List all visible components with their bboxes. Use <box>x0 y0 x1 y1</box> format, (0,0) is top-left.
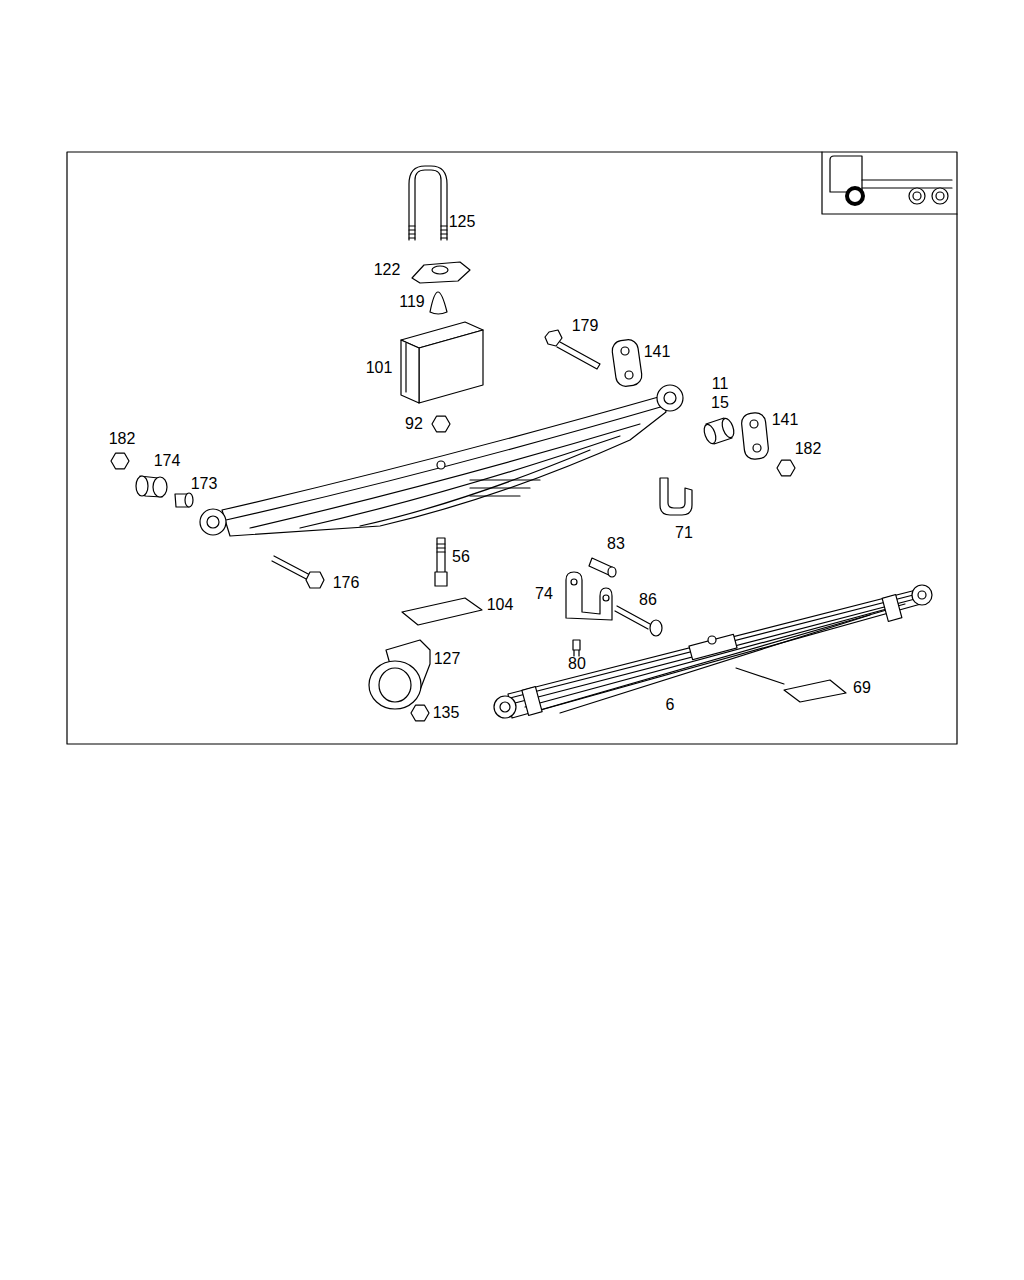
callout-number: 182 <box>795 440 822 458</box>
callout-number: 104 <box>487 596 514 614</box>
callout-number: 182 <box>109 430 136 448</box>
callout-number: 127 <box>434 650 461 668</box>
callout-number: 174 <box>154 452 181 470</box>
callout-number: 122 <box>374 261 401 279</box>
callout-number: 179 <box>572 317 599 335</box>
callout-number: 6 <box>666 696 675 714</box>
nut <box>777 460 795 476</box>
callout-number: 56 <box>452 548 470 566</box>
leaf-spring <box>200 385 683 536</box>
bolt <box>545 330 600 369</box>
callout-number: 92 <box>405 415 423 433</box>
nut <box>111 453 129 469</box>
clamp <box>660 478 692 515</box>
callout-number: 86 <box>639 591 657 609</box>
shackle-plate <box>611 338 769 460</box>
shackle-bracket <box>566 572 612 620</box>
leader-line <box>736 668 784 684</box>
frame <box>67 152 957 744</box>
callout-number: 11 <box>712 375 729 393</box>
bolt <box>435 538 447 586</box>
pin <box>589 558 616 577</box>
callout-number: 141 <box>644 343 671 361</box>
u-bolt <box>409 166 447 240</box>
callout-number: 69 <box>853 679 871 697</box>
bolt <box>615 606 662 636</box>
callout-number: 125 <box>449 213 476 231</box>
callout-number: 101 <box>366 359 393 377</box>
bushing <box>702 417 736 445</box>
bolt <box>272 556 324 588</box>
callout-number: 135 <box>433 704 460 722</box>
spring-hanger <box>369 640 430 709</box>
nut <box>411 705 429 721</box>
bushing <box>136 476 193 507</box>
rubber-buffer <box>430 292 447 314</box>
spring-bracket <box>401 322 483 403</box>
callout-number: 71 <box>675 524 693 542</box>
callout-number: 141 <box>772 411 799 429</box>
callout-number: 74 <box>535 585 553 603</box>
callout-number: 15 <box>711 394 729 412</box>
nut <box>432 416 450 432</box>
callout-number: 119 <box>399 293 425 311</box>
leaf-spring <box>494 585 932 718</box>
pin <box>573 640 580 656</box>
spring-plate <box>412 262 470 283</box>
callout-number: 80 <box>568 655 586 673</box>
callout-number: 83 <box>607 535 625 553</box>
truck-icon <box>822 152 957 214</box>
plate <box>784 680 846 702</box>
plate <box>402 598 482 625</box>
callout-number: 176 <box>333 574 360 592</box>
callout-number: 173 <box>191 475 218 493</box>
